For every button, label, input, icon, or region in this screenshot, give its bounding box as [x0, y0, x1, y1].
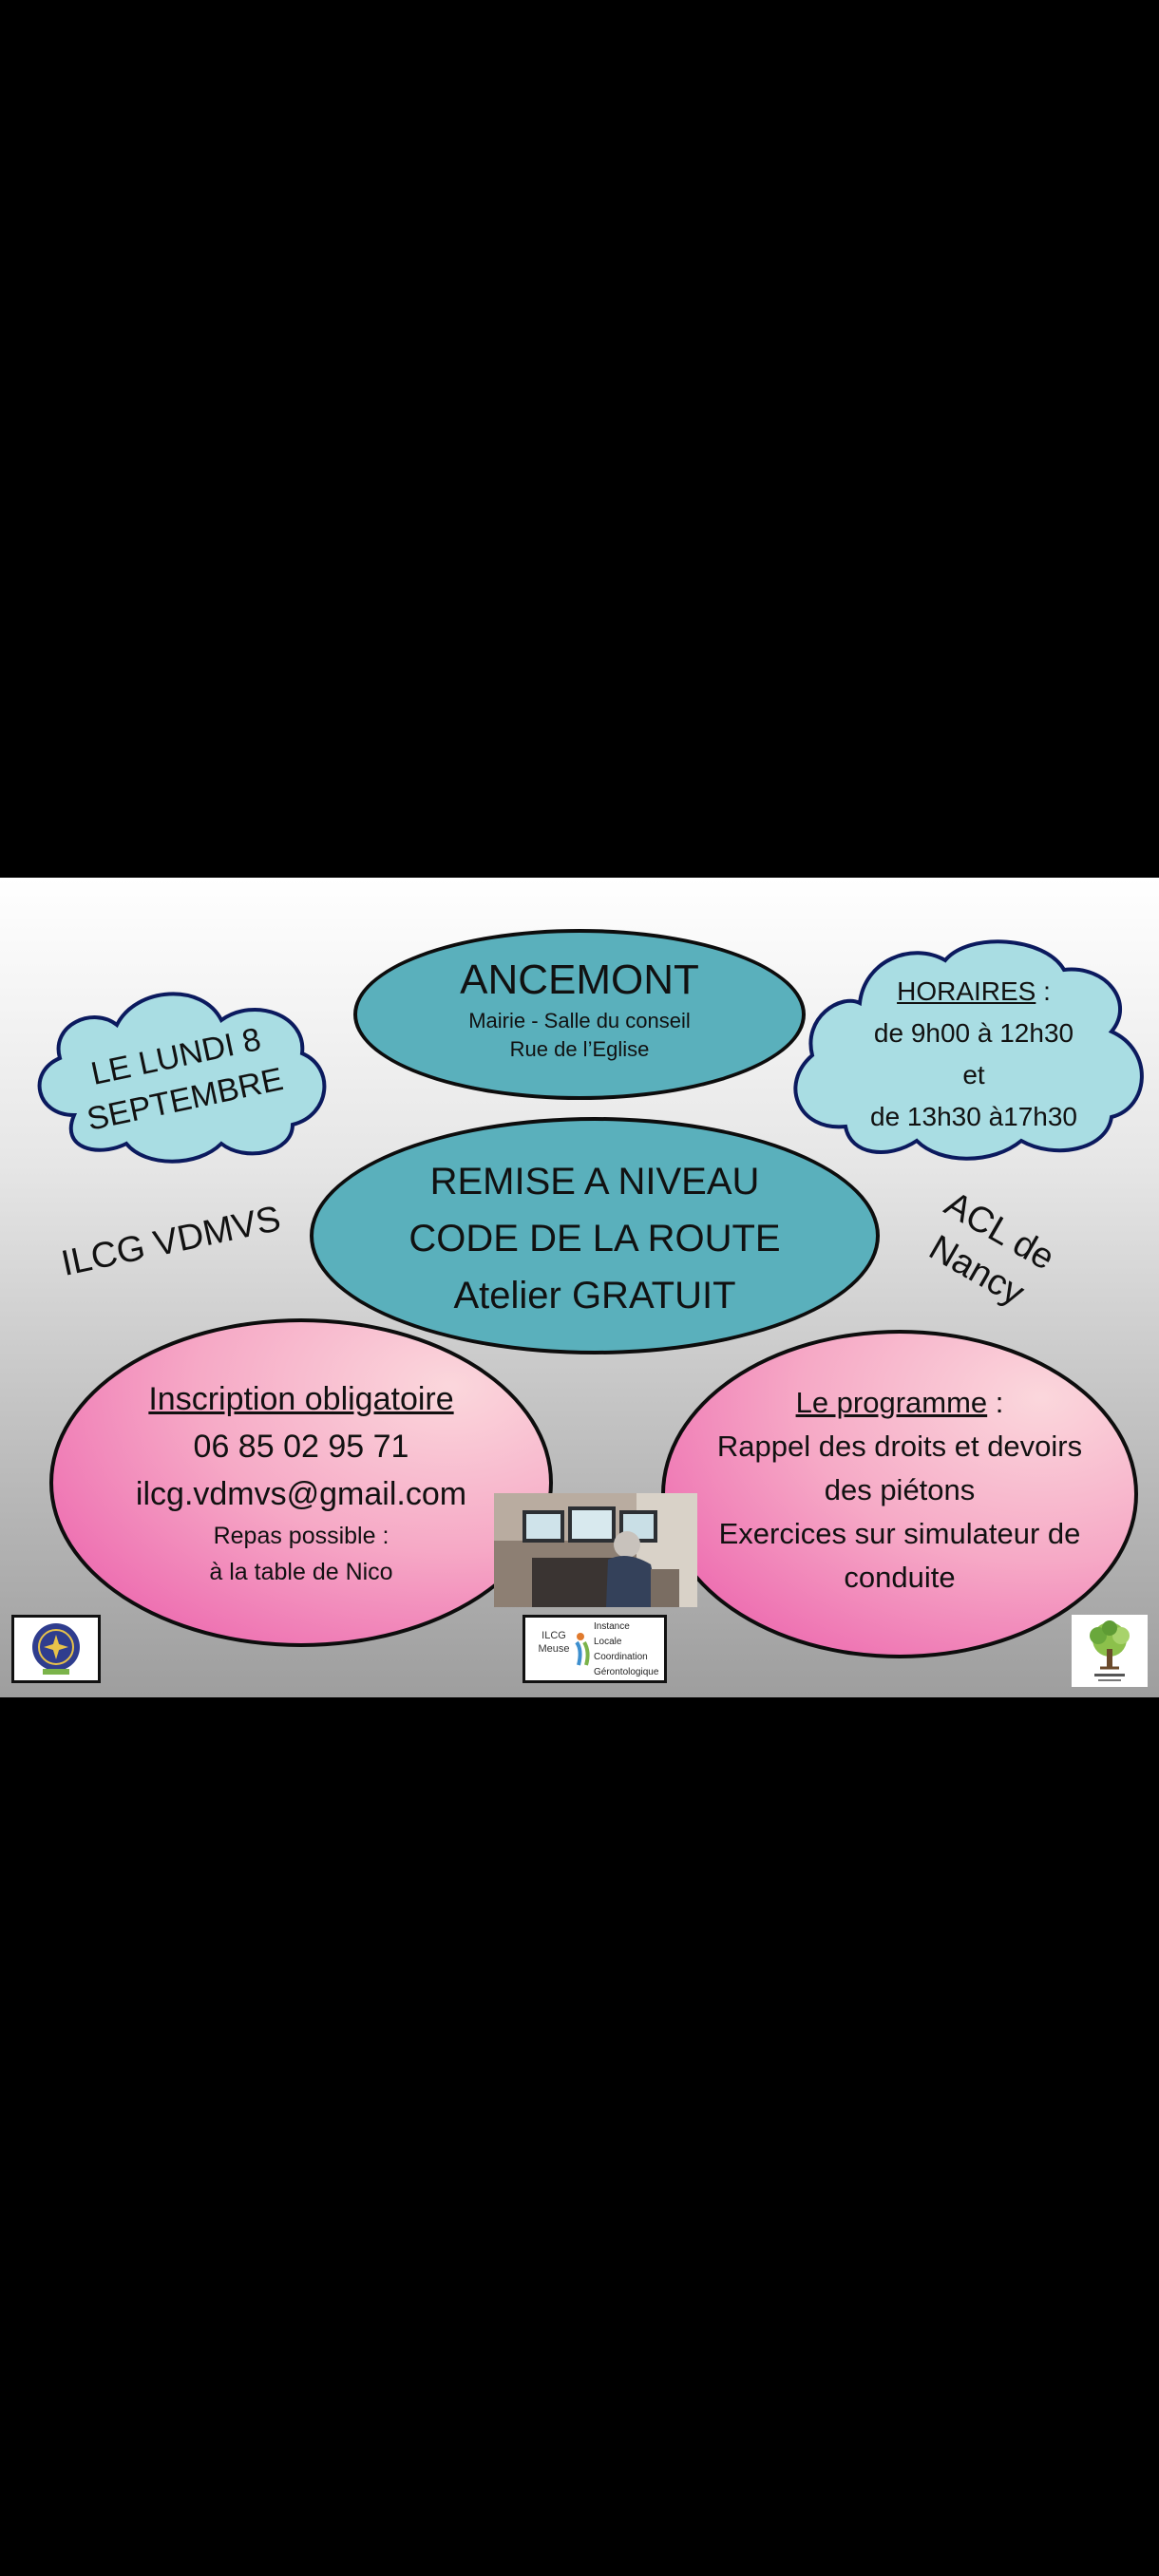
ilcg-logo-words: Instance Locale Coordination Gérontologi…: [594, 1619, 668, 1680]
hours-title: HORAIRES: [897, 976, 1036, 1006]
registration-ellipse: [49, 1318, 553, 1647]
location-text: ANCEMONT Mairie - Salle du conseil Rue d…: [353, 954, 806, 1064]
registration-title: Inscription obligatoire: [148, 1381, 454, 1417]
date-cloud: [37, 992, 327, 1164]
location-street: Rue de l’Eglise: [509, 1037, 650, 1061]
hours-afternoon: de 13h30 à17h30: [870, 1102, 1077, 1131]
program-text: Le programme : Rappel des droits et devo…: [661, 1381, 1138, 1600]
hours-cloud: [793, 939, 1144, 1161]
main-title-line-3: Atelier GRATUIT: [453, 1275, 736, 1316]
main-title-ellipse: [310, 1117, 880, 1354]
hours-joiner: et: [962, 1060, 985, 1089]
hours-morning: de 9h00 à 12h30: [873, 1018, 1074, 1048]
registration-phone: 06 85 02 95 71: [193, 1429, 409, 1465]
bottom-black-area: [0, 1697, 1159, 2576]
workshop-poster: LE LUNDI 8 SEPTEMBRE ANCEMONT Mairie - S…: [0, 878, 1159, 1697]
program-line-1: Rappel des droits et devoirs: [716, 1430, 1083, 1463]
registration-text: Inscription obligatoire 06 85 02 95 71 i…: [49, 1375, 553, 1590]
simulator-photo: [494, 1493, 697, 1607]
ilcg-logo-text-1: ILCG: [542, 1630, 566, 1641]
top-black-area: [0, 0, 1159, 878]
left-organization: ILCG VDMVS: [57, 1199, 284, 1284]
emblem-icon: [32, 1623, 80, 1675]
program-line-4: conduite: [844, 1561, 956, 1594]
location-ellipse: [353, 929, 806, 1100]
logo-word-1: Instance: [594, 1621, 630, 1632]
logo-word-2: Locale: [594, 1637, 622, 1647]
location-place: Mairie - Salle du conseil: [468, 1009, 691, 1032]
ilcg-meuse-logo: ILCG Meuse Instance Locale Coordination …: [522, 1615, 667, 1683]
right-partner-logo: [1072, 1615, 1148, 1687]
location-town: ANCEMONT: [460, 957, 699, 1003]
hours-title-row: HORAIRES :: [817, 971, 1130, 1013]
hours-text: HORAIRES : de 9h00 à 12h30 et de 13h30 à…: [817, 971, 1130, 1138]
program-title-row: Le programme :: [661, 1381, 1138, 1425]
meal-line-2: à la table de Nico: [209, 1559, 393, 1585]
program-title: Le programme: [795, 1386, 988, 1419]
hours-title-colon: :: [1036, 976, 1051, 1006]
logo-word-3: Coordination: [594, 1652, 648, 1662]
program-line-2: des piétons: [824, 1473, 976, 1506]
tree-icon: [1072, 1615, 1148, 1687]
ilcg-logo-text-2: Meuse: [538, 1643, 570, 1655]
logo-word-4: Gérontologique: [594, 1667, 659, 1677]
program-ellipse: [661, 1330, 1138, 1658]
ilcg-logo-left: ILCG Meuse: [535, 1629, 573, 1656]
main-title-text: REMISE A NIVEAU CODE DE LA ROUTE Atelier…: [310, 1153, 880, 1324]
main-title-line-1: REMISE A NIVEAU: [429, 1161, 760, 1203]
registration-email: ilcg.vdmvs@gmail.com: [135, 1476, 467, 1512]
main-title-line-2: CODE DE LA ROUTE: [408, 1218, 781, 1260]
left-partner-logo: [11, 1615, 101, 1683]
program-title-colon: :: [987, 1386, 1004, 1419]
right-organization: ACL de Nancy: [883, 1164, 1092, 1337]
figures-icon: [575, 1633, 590, 1666]
meal-line-1: Repas possible :: [213, 1523, 390, 1549]
program-line-3: Exercices sur simulateur de: [718, 1517, 1081, 1550]
